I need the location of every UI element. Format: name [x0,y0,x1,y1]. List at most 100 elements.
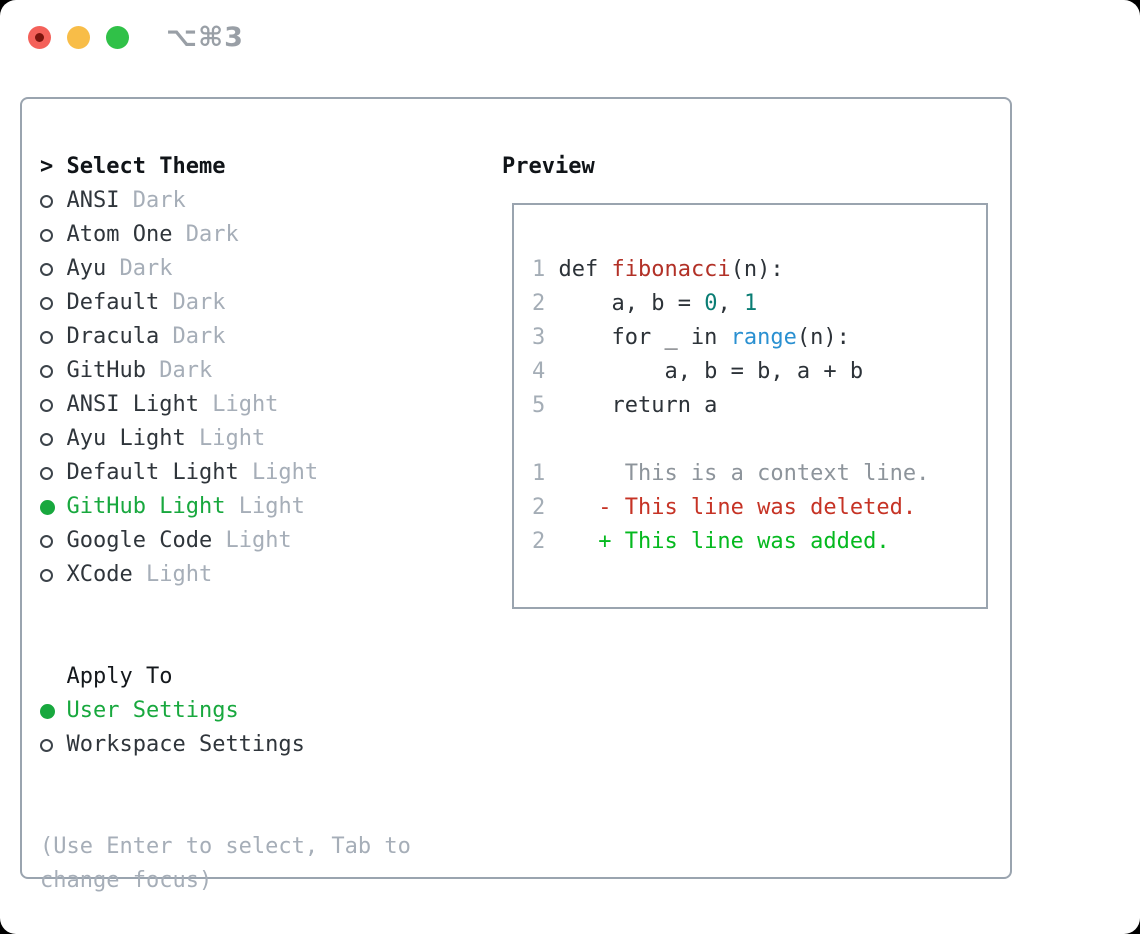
radio-icon [40,728,67,762]
apply-option-label: User Settings [66,698,239,723]
apply-option-label: Workspace Settings [66,732,305,757]
radio-icon [40,218,67,252]
theme-variant-label: Dark [119,256,173,281]
radio-circle [40,195,53,208]
radio-filled-circle [40,704,55,719]
theme-option-ansi[interactable]: ANSI Dark [40,184,460,218]
code-token-add: + This line was added. [558,529,890,554]
code-line: 3 for _ in range(n): [532,321,986,355]
line-number: 2 [532,529,546,554]
code-token-plain: (n): [730,257,784,282]
code-token-plain: for _ in [558,325,731,350]
theme-option-default[interactable]: Default Dark [40,286,460,320]
theme-option-xcode[interactable]: XCode Light [40,558,460,592]
theme-name-label: Ayu [66,256,107,281]
theme-name-label: XCode [66,562,133,587]
radio-icon [40,558,67,592]
radio-filled-circle [40,500,55,515]
radio-icon [40,184,67,218]
theme-option-github-light[interactable]: GitHub Light Light [40,490,460,524]
radio-circle [40,297,53,310]
window-titlebar: ⌥⌘3 [0,0,1140,75]
code-token-plain: (n): [796,325,850,350]
radio-icon [40,524,67,558]
code-line: 5 return a [532,389,986,423]
theme-option-google-code[interactable]: Google Code Light [40,524,460,558]
theme-variant-label: Dark [172,324,226,349]
radio-icon [40,286,67,320]
apply-option-workspace-settings[interactable]: Workspace Settings [40,728,460,762]
minimize-button[interactable] [67,26,90,49]
radio-circle [40,331,53,344]
code-token-plain: def [558,257,612,282]
radio-circle [40,535,53,548]
section-gap [40,592,460,660]
theme-name-label: Default [66,290,160,315]
apply-option-user-settings[interactable]: User Settings [40,694,460,728]
theme-option-github[interactable]: GitHub Dark [40,354,460,388]
radio-circle [40,365,53,378]
close-button[interactable] [28,26,51,49]
theme-variant-label: Light [145,562,213,587]
radio-circle [40,399,53,412]
selected-radio-icon [40,694,67,728]
section-gap [40,762,460,830]
theme-name-label: Dracula [66,324,160,349]
theme-variant-label: Dark [132,188,186,213]
keyboard-hint: (Use Enter to select, Tab to change focu… [40,834,411,893]
radio-icon [40,320,67,354]
radio-circle [40,739,53,752]
code-line: 2 a, b = 0, 1 [532,287,986,321]
selected-radio-icon [40,490,67,524]
radio-circle [40,467,53,480]
line-number: 2 [532,291,546,316]
preview-title: Preview [502,154,595,179]
theme-option-ansi-light[interactable]: ANSI Light Light [40,388,460,422]
code-token-func: fibonacci [611,257,731,282]
code-token-plain: a, b = b, a + b [558,359,864,384]
theme-option-ayu[interactable]: Ayu Dark [40,252,460,286]
theme-variant-label: Light [198,426,266,451]
radio-circle [40,433,53,446]
radio-icon [40,422,67,456]
line-number: 4 [532,359,546,384]
theme-option-dracula[interactable]: Dracula Dark [40,320,460,354]
theme-variant-label: Light [238,494,305,519]
theme-variant-label: Light [225,528,292,553]
apply-to-title: Apply To [66,664,173,689]
radio-icon [40,252,67,286]
code-line: 1 This is a context line. [532,457,986,491]
theme-option-default-light[interactable]: Default Light Light [40,456,460,490]
code-line: 2 - This line was deleted. [532,491,986,525]
theme-option-ayu-light[interactable]: Ayu Light Light [40,422,460,456]
select-theme-header: >Select Theme [40,150,460,184]
window-title-shortcut: ⌥⌘3 [166,22,244,53]
apply-to-header: Apply To [40,660,460,694]
code-token-builtin: range [730,325,797,350]
theme-option-atom-one[interactable]: Atom One Dark [40,218,460,252]
theme-variant-label: Dark [159,358,213,383]
line-number: 3 [532,325,546,350]
code-line: 4 a, b = b, a + b [532,355,986,389]
maximize-button[interactable] [106,26,129,49]
theme-name-label: GitHub [66,358,146,383]
theme-variant-label: Dark [172,290,226,315]
select-theme-title: Select Theme [66,154,226,179]
theme-variant-label: Light [251,460,319,485]
theme-name-label: Default Light [66,460,239,485]
radio-circle [40,569,53,582]
code-line [532,423,986,457]
code-token-ctx: This is a context line. [558,461,930,486]
radio-circle [40,229,53,242]
radio-icon [40,388,67,422]
theme-variant-label: Light [212,392,279,417]
theme-name-label: GitHub Light [66,494,226,519]
theme-variant-label: Dark [185,222,239,247]
